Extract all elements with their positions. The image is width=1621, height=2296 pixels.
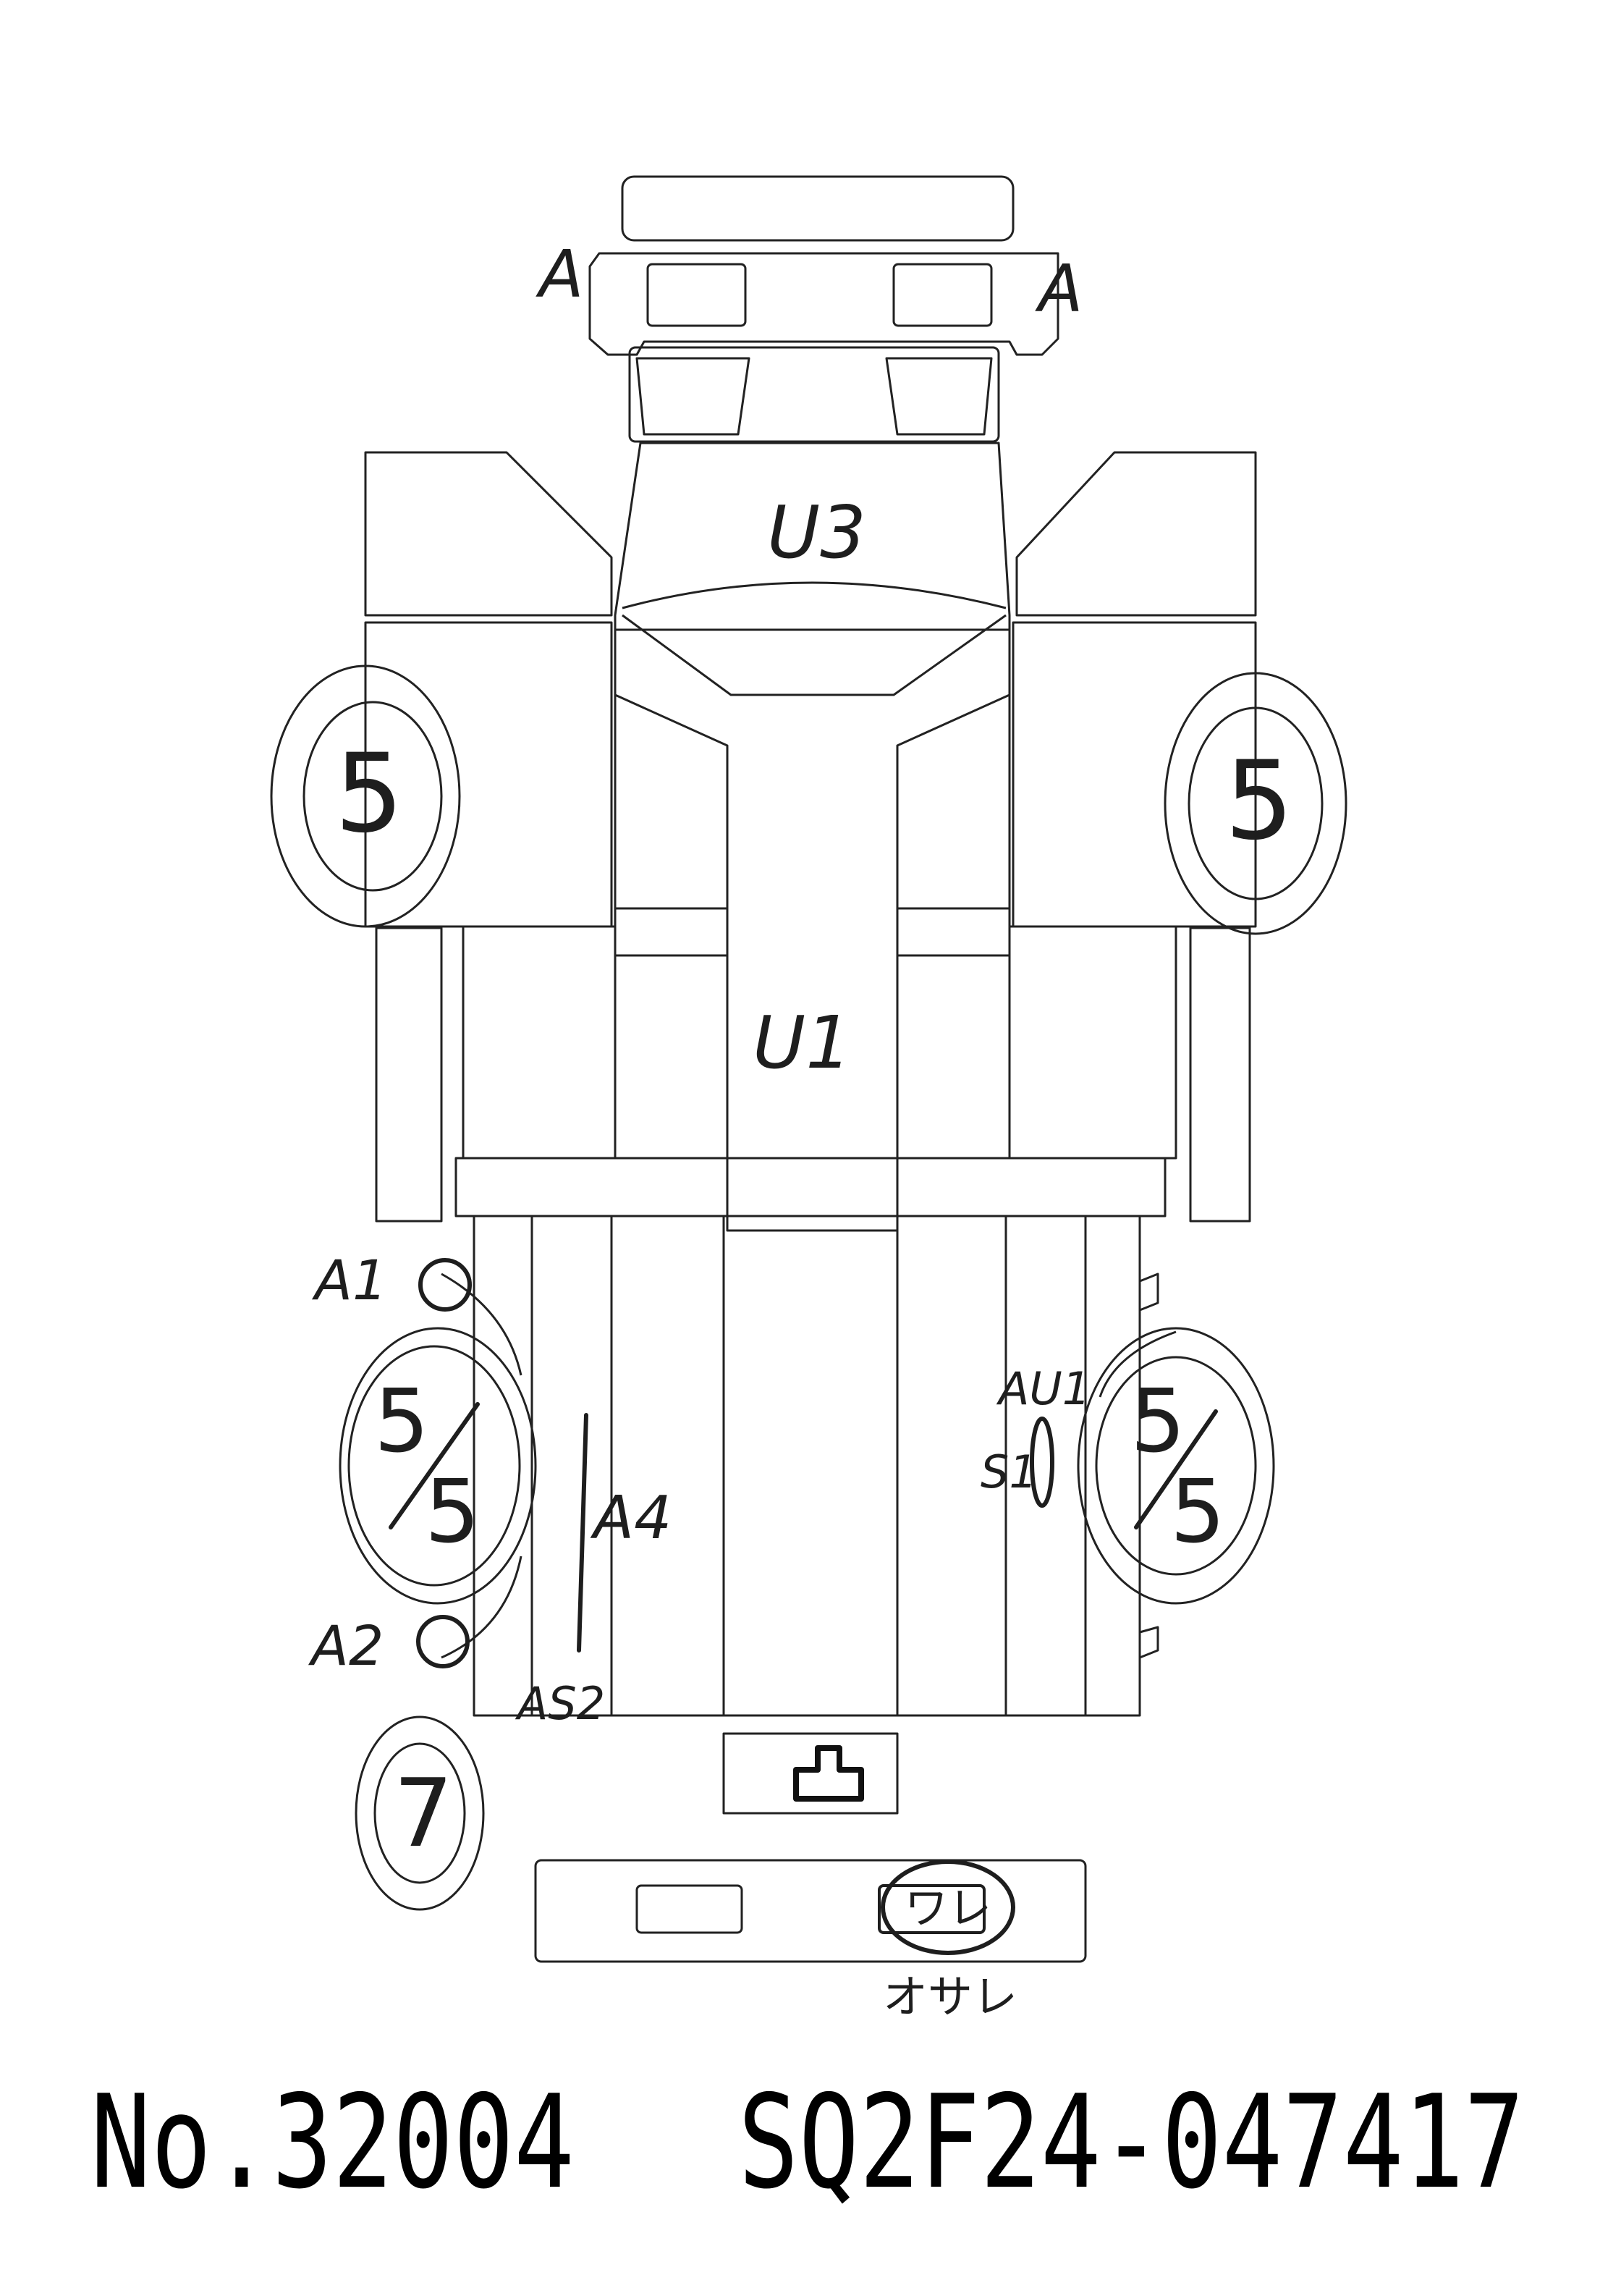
hitch-symbol: [793, 1745, 864, 1802]
mark-rear-right-wheel-top: 5: [1130, 1372, 1185, 1472]
right-fender-lower: [1012, 621, 1257, 928]
front-bumper: [621, 175, 1015, 242]
mark-left-side-scratch: A4: [590, 1484, 672, 1553]
left-front-fender: [364, 451, 613, 617]
left-side-panel: [462, 925, 617, 1160]
front-right-wheel-inner: [1188, 706, 1324, 900]
mark-left-side-under: AS2: [515, 1677, 605, 1730]
mark-body-center: U1: [753, 1000, 852, 1085]
rear-bumper-right-light: [878, 1884, 986, 1934]
rear-tail-box: [722, 1732, 899, 1815]
mark-front-right-wheel: 5: [1224, 738, 1293, 864]
left-side-strip: [375, 927, 443, 1223]
front-left-wheel-inner: [302, 701, 443, 892]
rear-left-wheel-outer: [339, 1327, 537, 1605]
cargo-bed: [473, 1215, 1141, 1717]
spare-tire-inner: [373, 1742, 466, 1884]
rear-bumper-left-light: [635, 1884, 743, 1934]
mark-rear-bumper-circle: ワレ: [905, 1883, 991, 1934]
mark-right-side-upper: AU1: [996, 1362, 1091, 1415]
mark-front-right-corner: A: [1035, 251, 1083, 327]
windshield-frame: [628, 346, 1000, 443]
mark-circle-a1: [418, 1258, 472, 1312]
rear-left-wheel-inner: [347, 1345, 521, 1587]
scratch-line-a4: [577, 1413, 588, 1653]
mark-left-upper: A1: [311, 1248, 387, 1312]
mark-rear-left-wheel-top: 5: [374, 1372, 429, 1472]
right-side-panel: [1008, 925, 1177, 1160]
hood-lower: [622, 614, 1007, 696]
mark-spare-tire: 7: [394, 1758, 454, 1868]
center-y-beam: [614, 630, 1011, 1232]
vehicle-number: No.32004: [90, 2067, 575, 2217]
front-right-wheel-outer: [1164, 672, 1347, 935]
mark-rear-left-wheel-bottom: 5: [425, 1462, 480, 1563]
right-headlight: [892, 263, 993, 327]
right-front-window: [885, 357, 993, 436]
rear-right-wheel-slash: [1134, 1409, 1218, 1529]
right-side-dent-mark: [1030, 1417, 1054, 1508]
front-panel-outline: [588, 252, 1059, 356]
front-left-wheel-outer: [270, 664, 461, 928]
rear-right-wheel-outer: [1077, 1327, 1275, 1605]
mark-rear-bumper-note: オサレ: [883, 1970, 1017, 2023]
spare-tire-outer: [355, 1715, 485, 1911]
left-headlight: [646, 263, 747, 327]
mark-front-left-wheel: 5: [334, 731, 403, 857]
left-front-window: [635, 357, 750, 436]
mark-rear-right-wheel-bottom: 5: [1170, 1462, 1225, 1563]
right-side-strip: [1189, 927, 1251, 1223]
rear-bumper-circle: [881, 1860, 1015, 1955]
mark-front-left-corner: A: [536, 237, 584, 313]
rear-bumper: [534, 1859, 1087, 1963]
rear-left-wheel-slash: [389, 1402, 480, 1529]
mark-circle-a2: [416, 1615, 470, 1668]
mark-front-panel: U3: [767, 490, 866, 575]
cross-member: [454, 1157, 1167, 1217]
chassis-number: SQ2F24-047417: [738, 2067, 1525, 2217]
hood-curve: [622, 581, 1007, 609]
mark-left-lower: A2: [308, 1613, 384, 1678]
rear-right-wheel-inner: [1095, 1356, 1257, 1576]
right-front-fender: [1015, 451, 1257, 617]
mark-right-side-lower: S1: [981, 1445, 1038, 1498]
